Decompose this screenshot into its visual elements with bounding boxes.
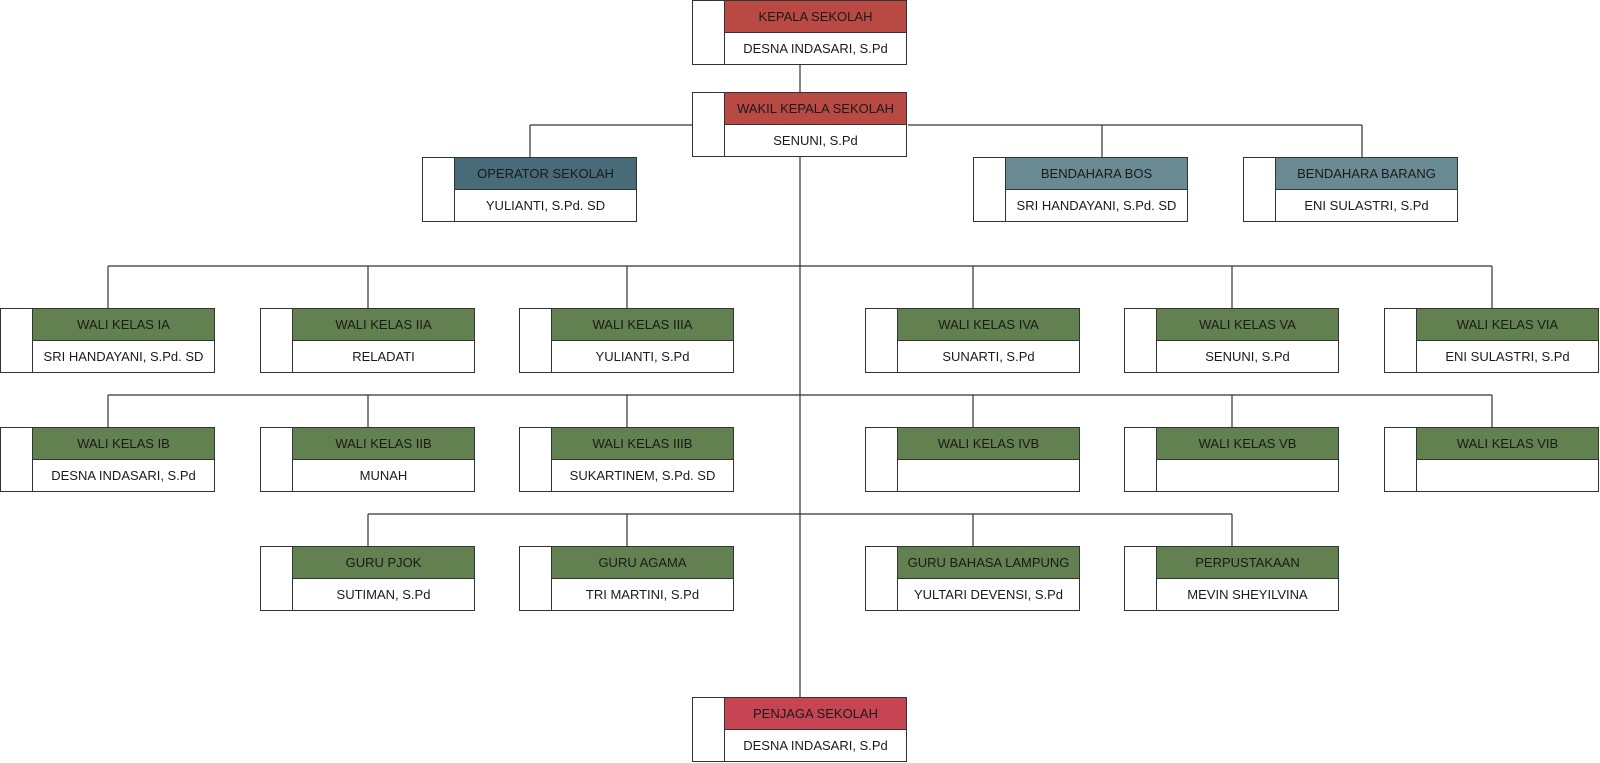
person-name	[897, 459, 1080, 492]
person-name	[1416, 459, 1599, 492]
role-title: GURU BAHASA LAMPUNG	[897, 546, 1080, 579]
photo-placeholder	[1124, 308, 1157, 373]
role-title: WALI KELAS IIIA	[551, 308, 734, 341]
photo-placeholder	[422, 157, 455, 222]
photo-placeholder	[1384, 427, 1417, 492]
org-node-wali-kelas-vb: WALI KELAS VB	[1124, 427, 1339, 492]
photo-placeholder	[519, 546, 552, 611]
person-name: YULIANTI, S.Pd. SD	[454, 189, 637, 222]
person-name: DESNA INDASARI, S.Pd	[32, 459, 215, 492]
person-name: SENUNI, S.Pd	[1156, 340, 1339, 373]
photo-placeholder	[865, 308, 898, 373]
role-title: BENDAHARA BARANG	[1275, 157, 1458, 190]
role-title: PENJAGA SEKOLAH	[724, 697, 907, 730]
person-name: YULTARI DEVENSI, S.Pd	[897, 578, 1080, 611]
person-name: RELADATI	[292, 340, 475, 373]
person-name: YULIANTI, S.Pd	[551, 340, 734, 373]
role-title: WALI KELAS VIB	[1416, 427, 1599, 460]
person-name: ENI SULASTRI, S.Pd	[1275, 189, 1458, 222]
photo-placeholder	[1384, 308, 1417, 373]
person-name: SRI HANDAYANI, S.Pd. SD	[32, 340, 215, 373]
photo-placeholder	[260, 308, 293, 373]
role-title: WALI KELAS VB	[1156, 427, 1339, 460]
photo-placeholder	[865, 427, 898, 492]
person-name	[1156, 459, 1339, 492]
photo-placeholder	[260, 427, 293, 492]
person-name: MUNAH	[292, 459, 475, 492]
photo-placeholder	[0, 308, 33, 373]
person-name: SRI HANDAYANI, S.Pd. SD	[1005, 189, 1188, 222]
role-title: GURU PJOK	[292, 546, 475, 579]
photo-placeholder	[692, 92, 725, 157]
photo-placeholder	[692, 0, 725, 65]
person-name: ENI SULASTRI, S.Pd	[1416, 340, 1599, 373]
role-title: WALI KELAS IVA	[897, 308, 1080, 341]
role-title: KEPALA SEKOLAH	[724, 0, 907, 33]
photo-placeholder	[973, 157, 1006, 222]
role-title: WALI KELAS IIB	[292, 427, 475, 460]
photo-placeholder	[865, 546, 898, 611]
person-name: TRI MARTINI, S.Pd	[551, 578, 734, 611]
photo-placeholder	[692, 697, 725, 762]
role-title: WALI KELAS IIA	[292, 308, 475, 341]
role-title: PERPUSTAKAAN	[1156, 546, 1339, 579]
role-title: WALI KELAS IB	[32, 427, 215, 460]
photo-placeholder	[519, 308, 552, 373]
person-name: SENUNI, S.Pd	[724, 124, 907, 157]
photo-placeholder	[260, 546, 293, 611]
org-node-wali-kelas-vib: WALI KELAS VIB	[1384, 427, 1599, 492]
role-title: WALI KELAS VA	[1156, 308, 1339, 341]
photo-placeholder	[1124, 546, 1157, 611]
photo-placeholder	[1243, 157, 1276, 222]
photo-placeholder	[519, 427, 552, 492]
person-name: SUTIMAN, S.Pd	[292, 578, 475, 611]
photo-placeholder	[0, 427, 33, 492]
role-title: WAKIL KEPALA SEKOLAH	[724, 92, 907, 125]
role-title: BENDAHARA BOS	[1005, 157, 1188, 190]
role-title: WALI KELAS IIIB	[551, 427, 734, 460]
role-title: WALI KELAS IVB	[897, 427, 1080, 460]
person-name: SUNARTI, S.Pd	[897, 340, 1080, 373]
person-name: SUKARTINEM, S.Pd. SD	[551, 459, 734, 492]
role-title: WALI KELAS IA	[32, 308, 215, 341]
photo-placeholder	[1124, 427, 1157, 492]
org-node-wali-kelas-ivb: WALI KELAS IVB	[865, 427, 1080, 492]
role-title: WALI KELAS VIA	[1416, 308, 1599, 341]
person-name: MEVIN SHEYILVINA	[1156, 578, 1339, 611]
role-title: GURU AGAMA	[551, 546, 734, 579]
person-name: DESNA INDASARI, S.Pd	[724, 32, 907, 65]
person-name: DESNA INDASARI, S.Pd	[724, 729, 907, 762]
role-title: OPERATOR SEKOLAH	[454, 157, 637, 190]
